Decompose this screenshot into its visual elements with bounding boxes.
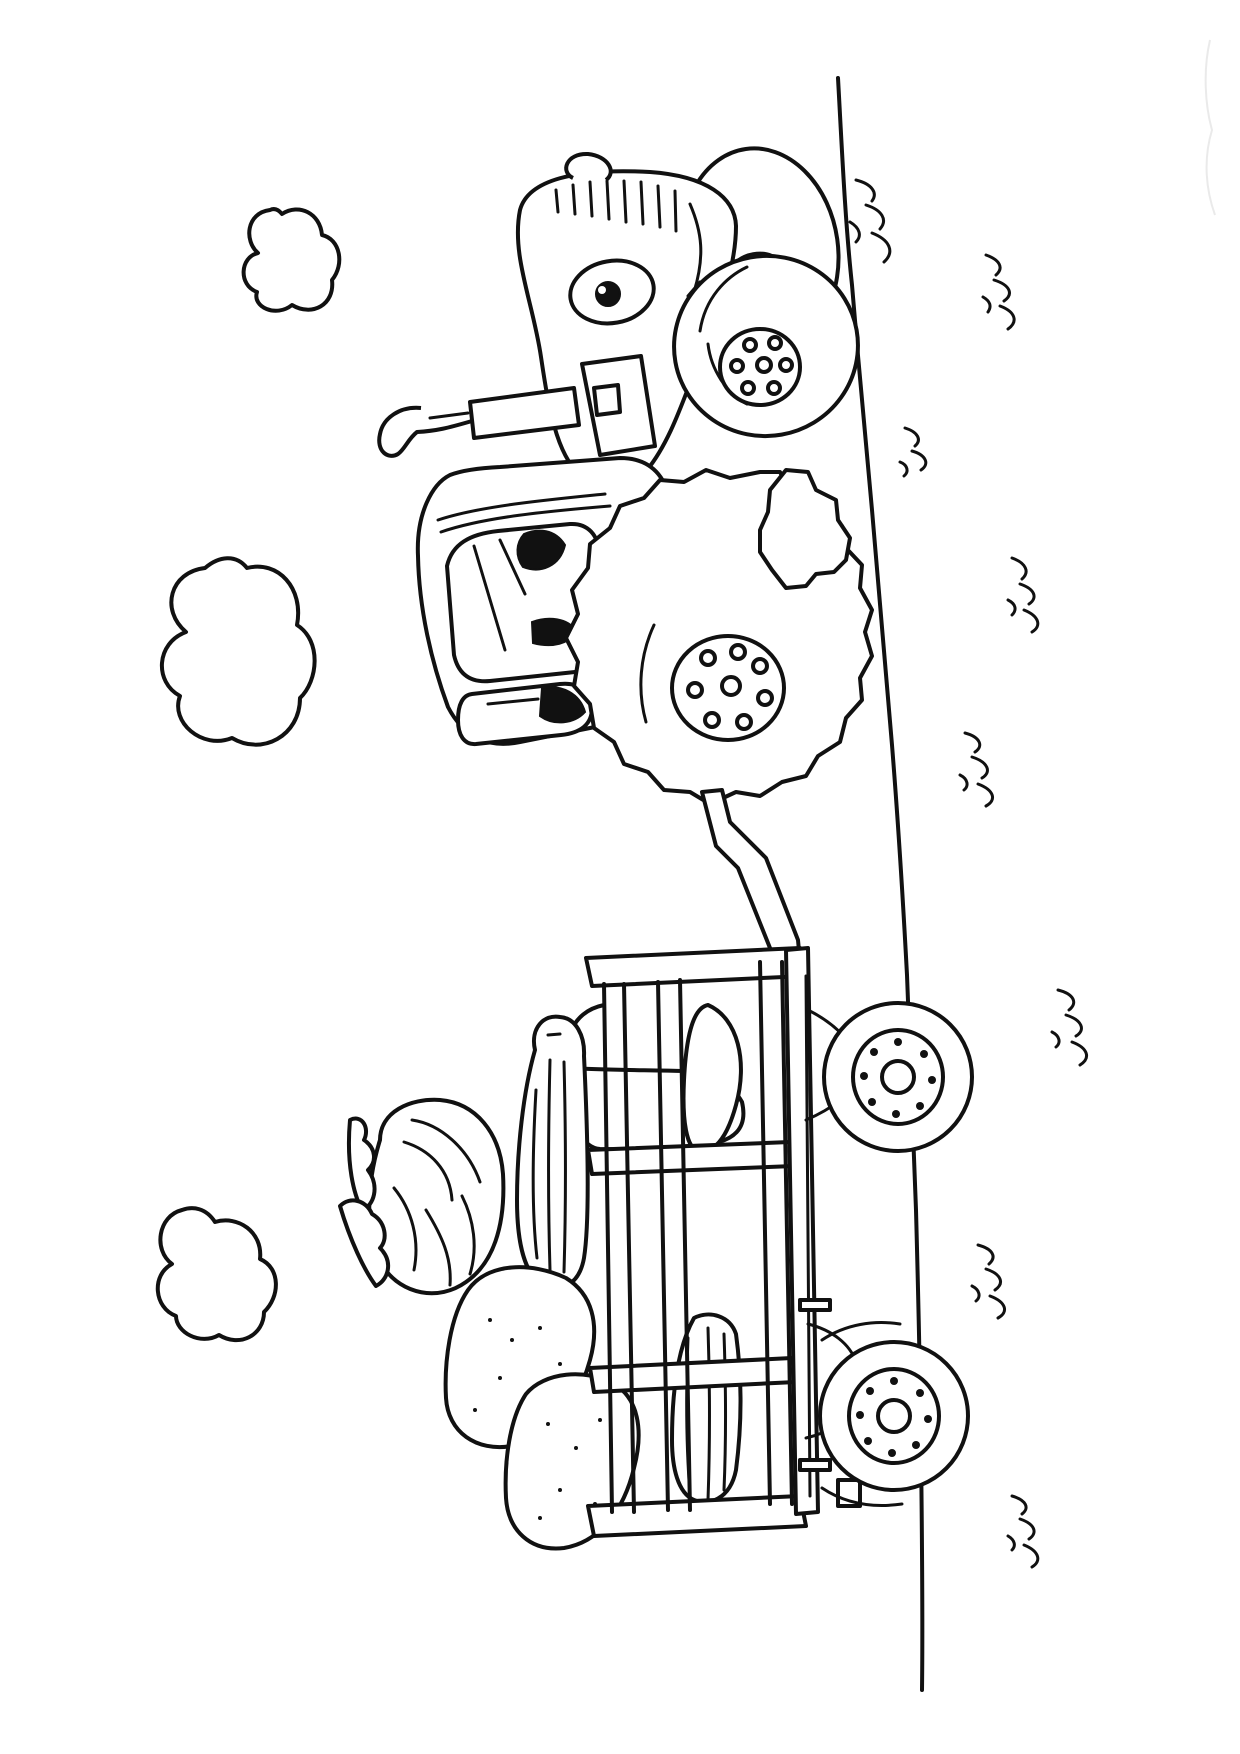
cloud-icon	[241, 207, 342, 313]
grass-tuft-icon	[848, 178, 892, 264]
grass-tuft-icon	[981, 253, 1016, 331]
trailer-icon	[338, 946, 974, 1551]
trailer-back-board	[586, 1494, 808, 1538]
grass-tuft-icon	[970, 1243, 1007, 1320]
zucchini-icon	[515, 1014, 590, 1291]
grass-tuft-icon	[1050, 988, 1089, 1067]
trailer-front-board	[584, 946, 808, 988]
tractor-pupil	[595, 281, 621, 307]
cloud-icon	[155, 1206, 278, 1342]
watermark	[1204, 39, 1216, 216]
grass-tuft-icon	[1006, 556, 1040, 634]
driver-silhouette	[516, 529, 567, 571]
grass-tuft-icon	[958, 731, 995, 808]
cloud-icon	[159, 556, 317, 747]
grass-tuft-icon	[1006, 1494, 1040, 1569]
grass-tuft-icon	[898, 426, 928, 478]
tractor-icon	[377, 146, 874, 968]
